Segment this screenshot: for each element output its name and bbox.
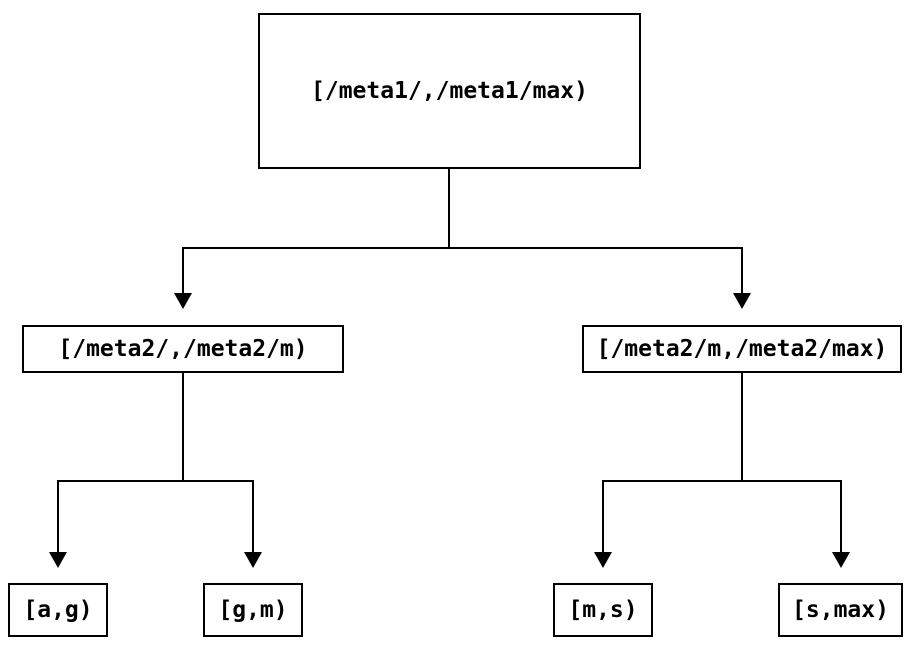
node-leaf-smax-label: [s,max) [792,597,889,623]
edge-right-child-stem-line [741,373,743,480]
arrowhead-down-icon [832,552,850,568]
arrowhead-down-icon [244,552,262,568]
edge-root-right-child-line [741,247,743,293]
edge-left-child-leaf-gm-line [252,480,254,552]
node-leaf-ag: [a,g) [8,583,108,637]
edge-root-stem-line [448,169,450,247]
node-right-child: [/meta2/m,/meta2/max) [582,325,902,373]
edge-root-left-child-line [182,247,184,293]
arrowhead-down-icon [174,293,192,309]
edge-left-child-stem-line [182,373,184,480]
node-leaf-ag-label: [a,g) [23,597,93,623]
edge-right-child-branch-line [602,480,842,482]
arrowhead-down-icon [594,552,612,568]
edge-right-child-leaf-smax-line [840,480,842,552]
node-right-child-label: [/meta2/m,/meta2/max) [596,336,888,362]
node-root: [/meta1/,/meta1/max) [258,13,641,169]
edge-left-child-branch-line [57,480,254,482]
node-leaf-gm-label: [g,m) [218,597,288,623]
node-left-child: [/meta2/,/meta2/m) [22,325,344,373]
edge-root-branch-line [182,247,743,249]
node-root-label: [/meta1/,/meta1/max) [311,78,588,104]
edge-left-child-leaf-ag-line [57,480,59,552]
node-leaf-smax: [s,max) [778,583,903,637]
arrowhead-down-icon [733,293,751,309]
node-leaf-ms-label: [m,s) [568,597,638,623]
node-left-child-label: [/meta2/,/meta2/m) [58,336,308,362]
arrowhead-down-icon [49,552,67,568]
node-leaf-ms: [m,s) [553,583,653,637]
edge-right-child-leaf-ms-line [602,480,604,552]
node-leaf-gm: [g,m) [203,583,303,637]
